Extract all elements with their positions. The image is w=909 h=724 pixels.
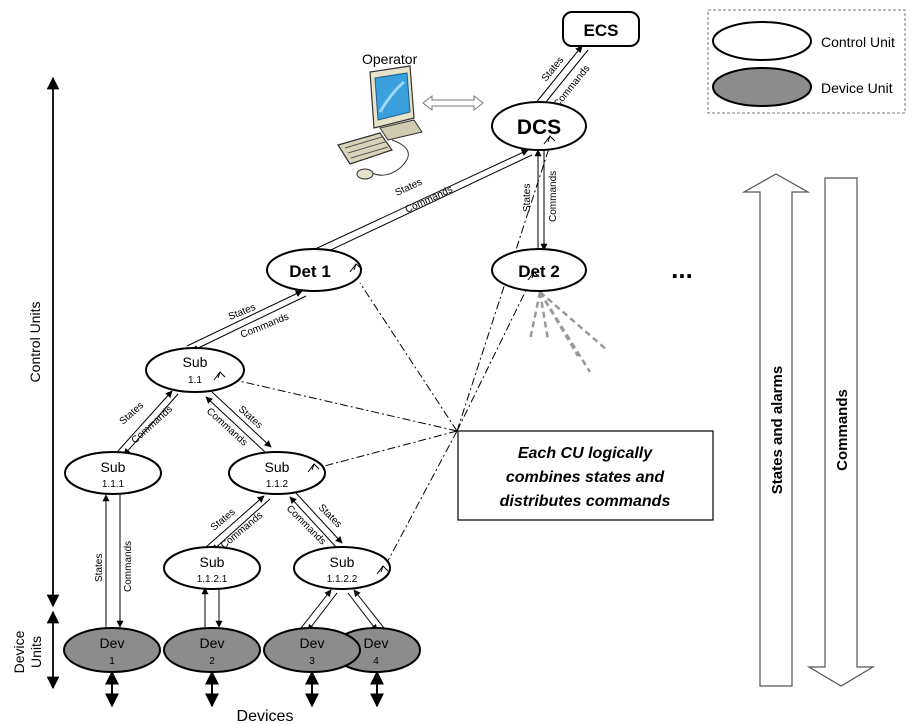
sub111-id: 1.1.1 <box>102 479 125 490</box>
callout-line-3: distributes commands <box>500 493 671 510</box>
dev4-id: 4 <box>373 656 379 667</box>
device-io-arrows <box>105 670 384 708</box>
node-dev-2[interactable]: Dev 2 <box>163 627 261 673</box>
node-sub-1-1-2[interactable]: Sub 1.1.2 <box>228 451 326 495</box>
sub112-name: Sub <box>265 459 290 475</box>
link-dcs-det1: States Commands <box>312 149 533 257</box>
node-sub-1-1-2-2[interactable]: Sub 1.1.2.2 <box>293 546 391 590</box>
operator-link-arrow <box>422 94 484 112</box>
label-states: States <box>209 507 238 534</box>
ecs-label: ECS <box>584 21 619 40</box>
fsm-glyphs <box>213 135 556 575</box>
node-dev-1[interactable]: Dev 1 <box>63 627 161 673</box>
link-sub1122-dev3-dev4 <box>300 589 385 632</box>
legend-device-unit-label: Device Unit <box>821 80 893 96</box>
device-units-label-line1: Device <box>11 630 27 673</box>
legend-control-unit-symbol <box>712 21 812 61</box>
sub1121-name: Sub <box>200 554 225 570</box>
sub11-name: Sub <box>183 354 208 370</box>
label-commands: Commands <box>123 541 134 592</box>
operator-label: Operator <box>362 51 418 67</box>
sub112-id: 1.1.2 <box>266 479 289 490</box>
label-states: States <box>316 502 344 530</box>
node-sub-1-1-1[interactable]: Sub 1.1.1 <box>64 451 162 495</box>
left-axis: Control Units Device Units <box>11 76 60 690</box>
dev3-name: Dev <box>300 635 325 651</box>
devices-label: Devices <box>237 708 294 724</box>
callout-pointer-lines <box>225 138 553 571</box>
states-and-alarms-label: States and alarms <box>769 366 786 494</box>
link-sub112-sub1121: States Commands <box>205 495 271 552</box>
link-dcs-det2: States Commands <box>522 149 559 251</box>
states-and-alarms-arrow: States and alarms <box>741 173 811 687</box>
dev2-id: 2 <box>209 656 215 667</box>
label-states: States <box>94 554 105 582</box>
label-states: States <box>540 55 566 84</box>
link-sub112-sub1122: States Commands <box>284 492 344 548</box>
sub1122-name: Sub <box>330 554 355 570</box>
dcs-label: DCS <box>517 116 561 139</box>
node-dev-3[interactable]: Dev 3 <box>263 627 361 673</box>
callout-line-2: combines states and <box>506 469 666 486</box>
node-det1[interactable]: Det 1 <box>266 248 362 292</box>
dev1-id: 1 <box>109 656 115 667</box>
dev3-id: 3 <box>309 656 315 667</box>
det2-label: Det 2 <box>518 262 560 281</box>
link-sub11-sub112: States Commands <box>204 391 272 453</box>
more-detectors-ellipsis: ... <box>671 254 693 284</box>
link-det1-sub11: States Commands <box>186 290 307 352</box>
control-units-label: Control Units <box>27 302 43 383</box>
link-sub111-dev1: States Commands <box>94 494 134 628</box>
operator-computer-icon: Operator <box>337 51 423 180</box>
node-dcs[interactable]: DCS <box>491 101 587 151</box>
node-ecs[interactable]: ECS <box>562 11 640 47</box>
link-sub11-sub111: States Commands <box>117 390 179 456</box>
label-states: States <box>394 177 424 199</box>
sub111-name: Sub <box>101 459 126 475</box>
legend-device-unit-symbol <box>712 67 812 107</box>
label-states: States <box>522 184 533 212</box>
callout-box: Each CU logically combines states and di… <box>457 430 714 521</box>
label-states: States <box>118 400 146 427</box>
sub11-id: 1.1 <box>188 375 202 386</box>
node-sub-1-1-2-1[interactable]: Sub 1.1.2.1 <box>163 546 261 590</box>
sub1121-id: 1.1.2.1 <box>197 574 228 585</box>
dev2-name: Dev <box>200 635 225 651</box>
dev1-name: Dev <box>100 635 125 651</box>
callout-line-1: Each CU logically <box>518 445 653 462</box>
legend-control-unit-label: Control Unit <box>821 34 895 50</box>
label-commands: Commands <box>548 171 559 222</box>
sub1122-id: 1.1.2.2 <box>327 574 358 585</box>
node-sub-1-1[interactable]: Sub 1.1 <box>145 347 245 393</box>
det1-label: Det 1 <box>289 262 331 281</box>
link-sub1121-dev2 <box>201 587 223 628</box>
commands-arrow-label: Commands <box>834 389 851 471</box>
dev4-name: Dev <box>364 635 389 651</box>
device-units-label-line2: Units <box>28 636 44 668</box>
node-det2[interactable]: Det 2 <box>491 248 587 292</box>
legend: Control Unit Device Unit <box>707 9 906 114</box>
det2-children-dashed <box>528 291 608 373</box>
commands-arrow: Commands <box>806 177 876 687</box>
